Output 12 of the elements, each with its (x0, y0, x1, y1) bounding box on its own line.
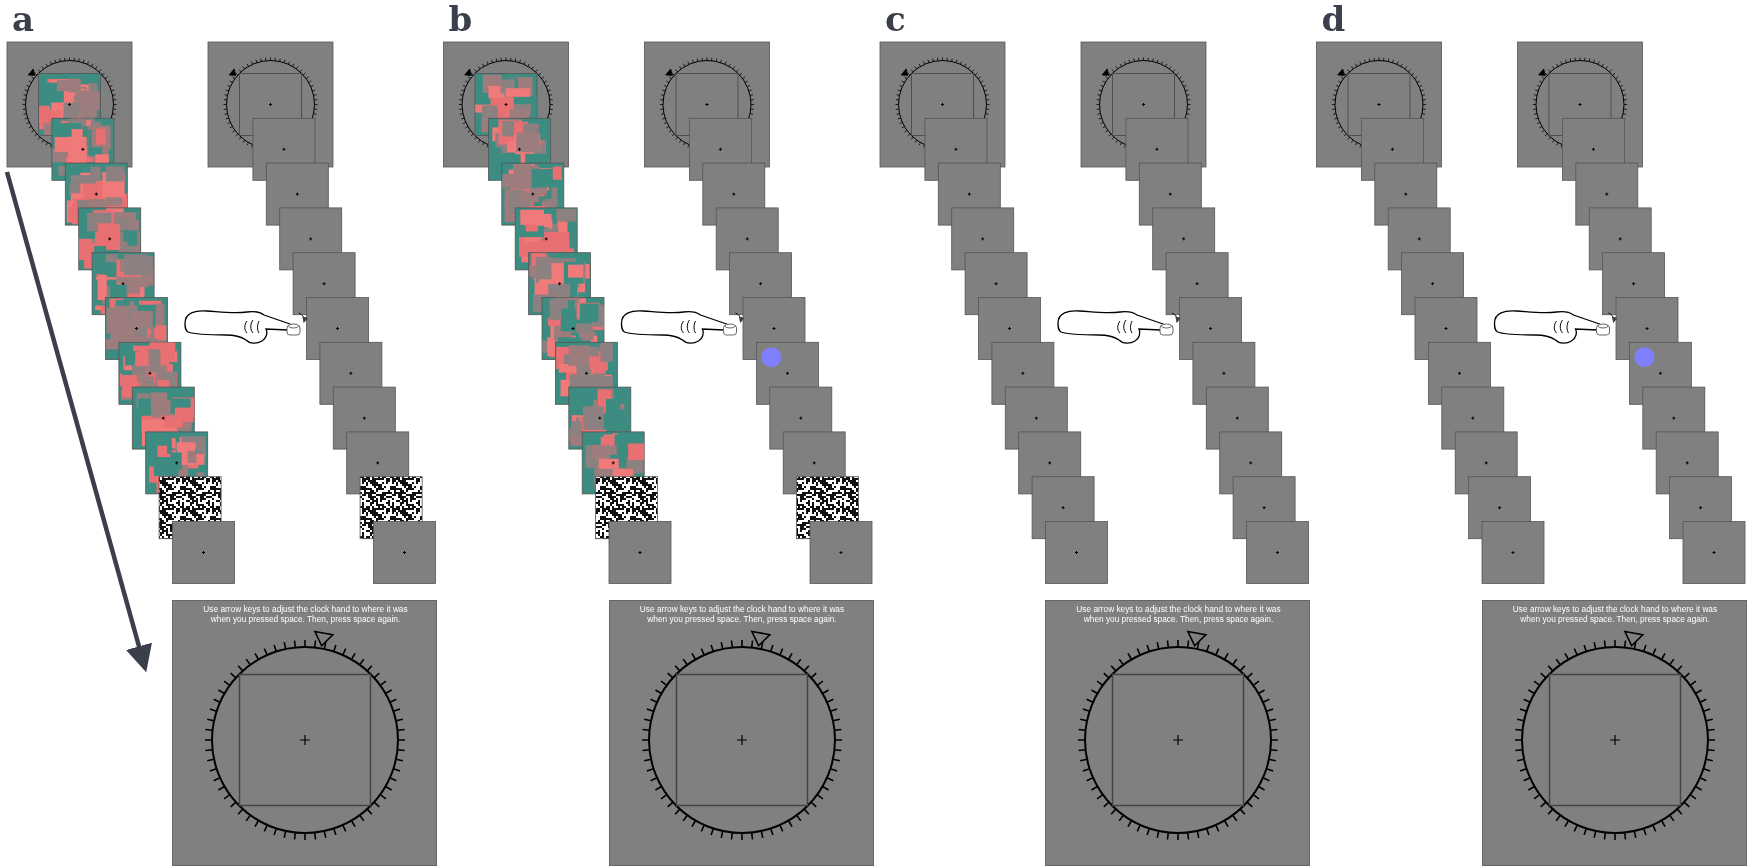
instruction-text: Use arrow keys to adjust the clock hand to where it was when you pressed space. Then, press space again. (202, 604, 409, 625)
panel-label: a (12, 2, 35, 36)
panel-label: b (448, 2, 473, 36)
instruction-text: Use arrow keys to adjust the clock hand to where it was when you pressed space. Then, press space again. (1075, 604, 1282, 625)
response-screen (1045, 600, 1310, 866)
panel-label: c (885, 2, 906, 36)
instruction-text: Use arrow keys to adjust the clock hand to where it was when you pressed space. Then, press space again. (1511, 604, 1719, 625)
panel-label: d (1321, 2, 1346, 36)
instruction-text: Use arrow keys to adjust the clock hand to where it was when you pressed space. Then, press space again. (638, 604, 846, 625)
response-screen (608, 600, 874, 866)
response-screen (1481, 600, 1747, 866)
response-screen (172, 600, 437, 866)
